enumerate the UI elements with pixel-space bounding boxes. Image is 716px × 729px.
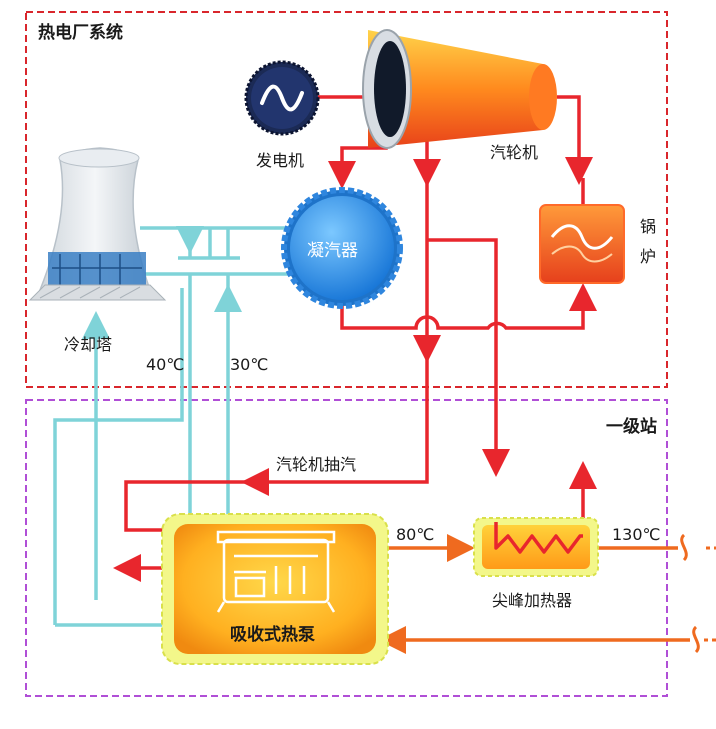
first-station-frame [25,399,668,697]
heating-coil-icon [494,522,583,554]
cooling-tower [28,147,167,301]
steam-pipes [113,95,597,582]
generator-label: 发电机 [256,151,304,170]
boiler [539,204,625,284]
cooling-tower-label: 冷却塔 [64,335,112,354]
boiler-label-1: 锅 [640,217,656,236]
peak-heater-label: 尖峰加热器 [492,591,572,610]
temp-80-label: 80℃ [396,525,434,544]
sine-wave-icon [260,84,304,112]
condenser-label: 凝汽器 [307,241,358,261]
turbine [362,29,557,149]
first-station-label: 一级站 [606,416,657,437]
wave-icon [550,224,614,250]
condenser [281,187,403,309]
chp-system-label: 热电厂系统 [38,22,123,43]
turbine-label: 汽轮机 [490,143,538,162]
extraction-steam-label: 汽轮机抽汽 [276,455,356,474]
boiler-label-2: 炉 [640,247,656,266]
absorption-heat-pump [161,513,389,665]
chp-system-frame [25,11,668,388]
heat-pump-label: 吸收式热泵 [230,624,315,645]
temp-40-label: 40℃ [146,355,184,374]
temp-130-label: 130℃ [612,525,661,544]
temp-30-label: 30℃ [230,355,268,374]
machine-outline-icon [216,530,336,613]
generator [244,60,320,136]
heating-water-pipes [378,534,690,654]
wavy-break-icon [680,533,716,654]
peak-heater [473,517,599,577]
